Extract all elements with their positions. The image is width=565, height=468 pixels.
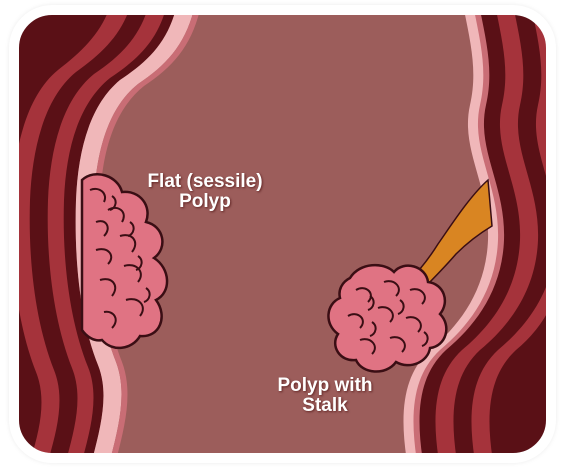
sessile-label-line1: Flat (sessile) — [130, 172, 280, 192]
sessile-polyp-label: Flat (sessile) Polyp — [130, 172, 280, 212]
stalk-label-line1: Polyp with — [255, 376, 395, 396]
sessile-label-line2: Polyp — [130, 192, 280, 212]
pedunculated-polyp — [328, 265, 446, 371]
stalk-polyp-label: Polyp with Stalk — [255, 376, 395, 416]
stalk-label-line2: Stalk — [255, 396, 395, 416]
